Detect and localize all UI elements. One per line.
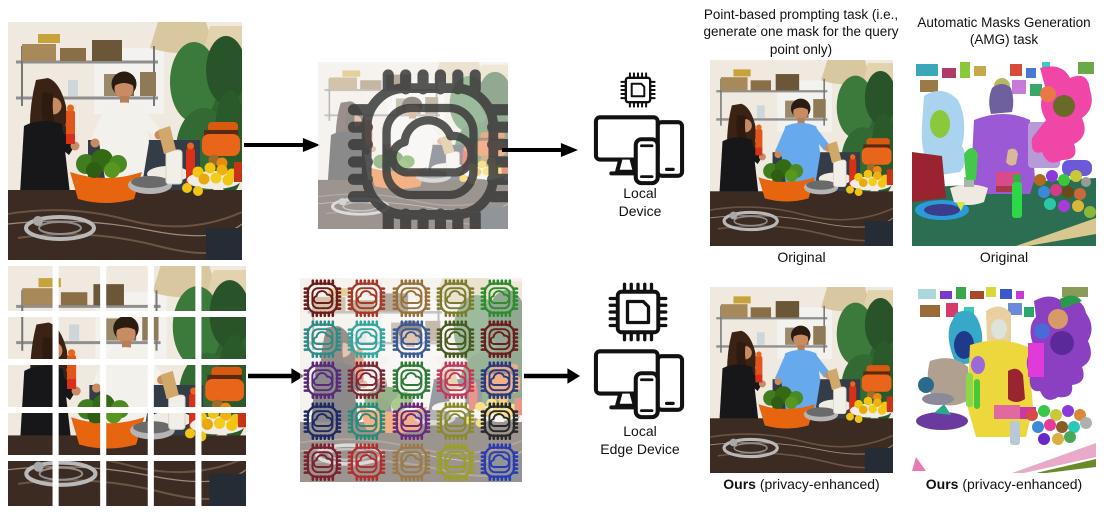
cloud-chip-icon (478, 319, 522, 360)
cloud-chip-icon (300, 360, 344, 401)
cloud-chip-icon (478, 360, 522, 401)
amg-original-mask-image (912, 60, 1096, 246)
original-kitchen-photo (8, 22, 242, 260)
arrow-right-icon (502, 141, 578, 159)
device-label-line2: Edge Device (600, 441, 680, 458)
arrow-right-icon (248, 366, 304, 386)
cloud-chip-grid-image (300, 278, 522, 482)
processor-chip-icon (608, 282, 668, 342)
ours-amg-caption: Ours (privacy-enhanced) (908, 476, 1100, 492)
device-label-line1: Local (623, 185, 657, 201)
local-edge-device-label: Local Edge Device (570, 422, 710, 458)
cloud-chip-icon (300, 319, 344, 360)
cloud-chip-icon (478, 278, 522, 319)
cloud-chip-icon (433, 319, 477, 360)
ours-bold-text: Ours (925, 476, 959, 492)
amg-header: Automatic Masks Generation (AMG) task (917, 15, 1091, 48)
ours-rest-text: (privacy-enhanced) (958, 476, 1083, 492)
cloud-chip-icon (300, 401, 344, 442)
arrow-right-icon (244, 136, 320, 154)
local-device-block: Local Device (578, 72, 702, 222)
tile-grid-overlay (8, 266, 246, 506)
point-task-original-image (710, 60, 893, 246)
devices-icon (582, 344, 696, 422)
cloud-chip-overlay-image (318, 62, 508, 229)
cloud-chip-icon (478, 401, 522, 442)
device-label-line2: Device (618, 203, 662, 220)
arrow-right-icon (524, 366, 580, 386)
ours-point-caption: Ours (privacy-enhanced) (706, 476, 897, 492)
local-edge-device-block: Local Edge Device (578, 282, 702, 462)
cloud-chip-icon (433, 401, 477, 442)
cloud-chip-icon (344, 319, 388, 360)
devices-icon (582, 110, 696, 188)
cloud-chip-icon (300, 441, 344, 482)
cloud-chip-icon (389, 278, 433, 319)
cloud-chip-grid (300, 278, 522, 482)
cloud-chip-icon (433, 441, 477, 482)
cloud-chip-icon (389, 360, 433, 401)
cloud-chip-icon (344, 441, 388, 482)
ours-bold-text: Ours (723, 476, 756, 492)
point-task-original-caption: Original (777, 249, 826, 265)
cloud-chip-icon (344, 360, 388, 401)
cloud-chip-icon (433, 278, 477, 319)
cloud-chip-icon (478, 441, 522, 482)
cloud-chip-icon (344, 401, 388, 442)
cloud-chip-icon (389, 441, 433, 482)
local-device-label: Local Device (578, 184, 702, 220)
cloud-chip-icon (344, 278, 388, 319)
amg-original-caption: Original (979, 249, 1029, 265)
cloud-chip-icon (389, 319, 433, 360)
tiled-kitchen-photo (8, 266, 246, 506)
point-task-header: Point-based prompting task (i.e., genera… (703, 7, 899, 57)
ours-rest-text: (privacy-enhanced) (755, 476, 880, 492)
device-label-line1: Local (623, 423, 657, 439)
ours-point-task-image (710, 287, 893, 473)
cloud-chip-icon (300, 278, 344, 319)
ours-amg-mask-image (912, 287, 1096, 473)
cloud-chip-icon (433, 360, 477, 401)
cloud-chip-icon (335, 68, 508, 229)
processor-chip-icon (620, 72, 656, 108)
cloud-chip-icon (389, 401, 433, 442)
